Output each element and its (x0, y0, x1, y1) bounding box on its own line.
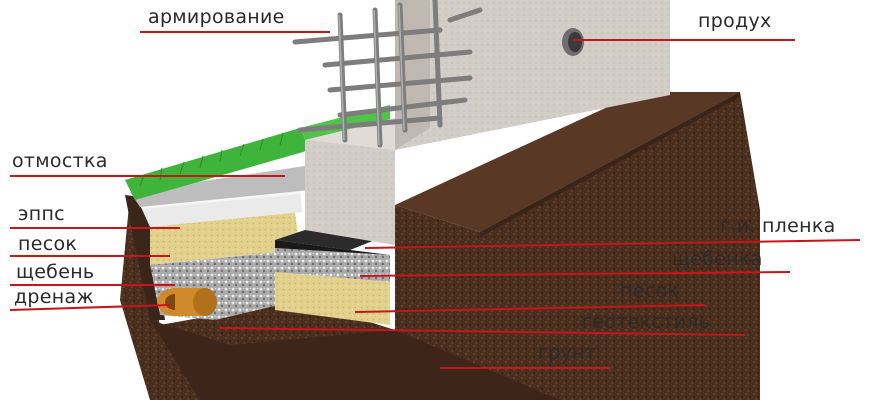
label-armirovanie: армирование (148, 6, 285, 28)
foundation-wall (395, 0, 670, 150)
gravel-under-footing (275, 248, 390, 282)
sand-layer-left (150, 212, 300, 265)
leader-shchebenka (359, 271, 791, 277)
label-produh: продух (698, 10, 772, 32)
label-drenazh: дренаж (14, 286, 94, 308)
label-gi-plenka: г.и. пленка (720, 215, 836, 237)
label-shcheben: щебень (16, 261, 95, 283)
soil-top-surface (395, 92, 740, 232)
label-pesok-right: песок (620, 280, 680, 302)
grass (125, 128, 310, 200)
foundation-footing (305, 118, 395, 245)
label-grunt: грунт (538, 342, 597, 364)
leader-drenazh (9, 304, 171, 311)
label-pesok-left: песок (18, 233, 78, 255)
leader-pesok-right (354, 304, 706, 313)
label-geotekstil: геотекстиль (582, 311, 711, 333)
label-epps: эппс (18, 203, 65, 225)
leader-gi-plenka (364, 239, 861, 249)
label-shchebenka: щебенка (672, 248, 763, 270)
soil-side-face (480, 92, 760, 400)
label-otmostka: отмостка (12, 150, 108, 172)
leader-lines (9, 31, 861, 369)
epps-layer (140, 190, 302, 227)
leader-geotekstil (219, 327, 746, 336)
ground-front (150, 320, 560, 400)
